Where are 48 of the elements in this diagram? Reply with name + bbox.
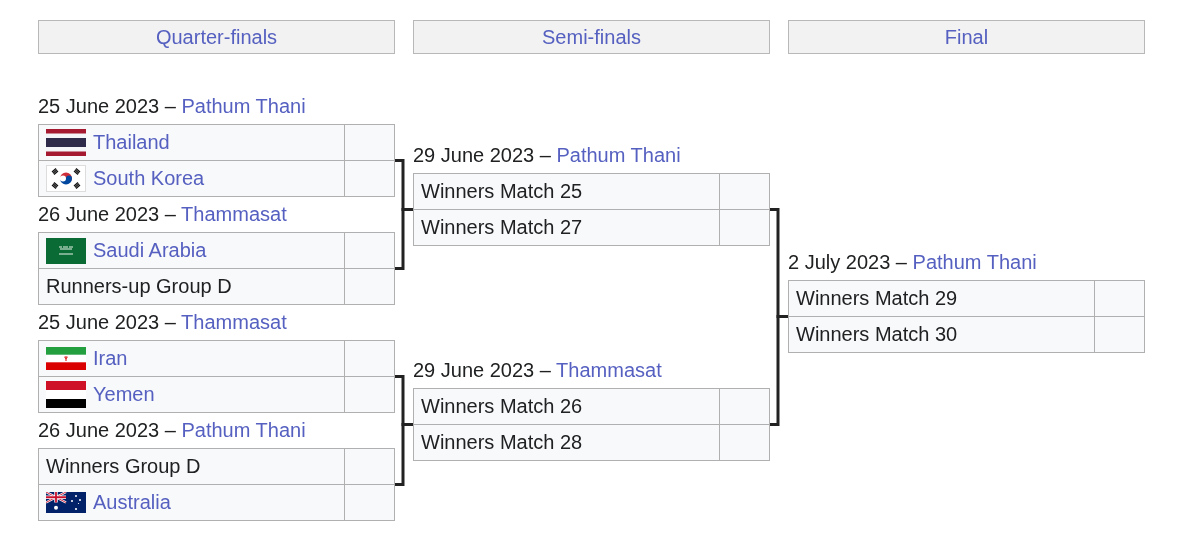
match-date: 25 June 2023 – <box>38 95 176 117</box>
match-date: 29 June 2023 – <box>413 359 551 381</box>
team-row <box>413 173 770 210</box>
team-row <box>788 316 1145 353</box>
team-row <box>413 209 770 246</box>
team-row <box>38 340 395 377</box>
team-link: Yemen <box>93 382 155 407</box>
match-date: 26 June 2023 – <box>38 203 176 225</box>
team-name: Winners Match 30 <box>796 322 958 347</box>
venue-link: Thammasat <box>181 203 287 225</box>
bracket-line <box>770 315 788 426</box>
venue-link: Pathum Thani <box>556 144 681 166</box>
venue-link: Pathum Thani <box>181 95 306 117</box>
venue-link: Pathum Thani <box>181 419 306 441</box>
match-date: 2 July 2023 – <box>788 251 907 273</box>
team-link: South Korea <box>93 166 205 191</box>
bracket-line <box>395 423 413 486</box>
bracket-line <box>395 208 413 270</box>
match-date: 25 June 2023 – <box>38 311 176 333</box>
team-name: Winners Match 29 <box>796 286 958 311</box>
team-row <box>38 160 395 197</box>
team-name: Winners Match 25 <box>421 179 583 204</box>
team-row <box>413 424 770 461</box>
team-name: Winners Match 28 <box>421 430 583 455</box>
team-link: Saudi Arabia <box>93 238 207 263</box>
team-row <box>788 280 1145 317</box>
team-row <box>38 484 395 521</box>
team-link: Iran <box>93 346 128 371</box>
team-name: Winners Match 26 <box>421 394 583 419</box>
venue-link: Thammasat <box>556 359 662 381</box>
team-row <box>38 124 395 161</box>
team-link: Australia <box>93 490 171 515</box>
team-row <box>38 268 395 305</box>
team-name: Winners Match 27 <box>421 215 583 240</box>
team-name: Runners-up Group D <box>46 274 232 299</box>
team-link: Thailand <box>93 130 170 155</box>
venue-link: Thammasat <box>181 311 287 333</box>
team-row <box>38 448 395 485</box>
team-row <box>413 388 770 425</box>
round-header: Final <box>788 20 1145 54</box>
venue-link: Pathum Thani <box>912 251 1037 273</box>
match-date: 29 June 2023 – <box>413 144 551 166</box>
match-date: 26 June 2023 – <box>38 419 176 441</box>
team-row <box>38 232 395 269</box>
team-name: Winners Group D <box>46 454 201 479</box>
team-row <box>38 376 395 413</box>
round-header: Quarter-finals <box>38 20 395 54</box>
round-header: Semi-finals <box>413 20 770 54</box>
